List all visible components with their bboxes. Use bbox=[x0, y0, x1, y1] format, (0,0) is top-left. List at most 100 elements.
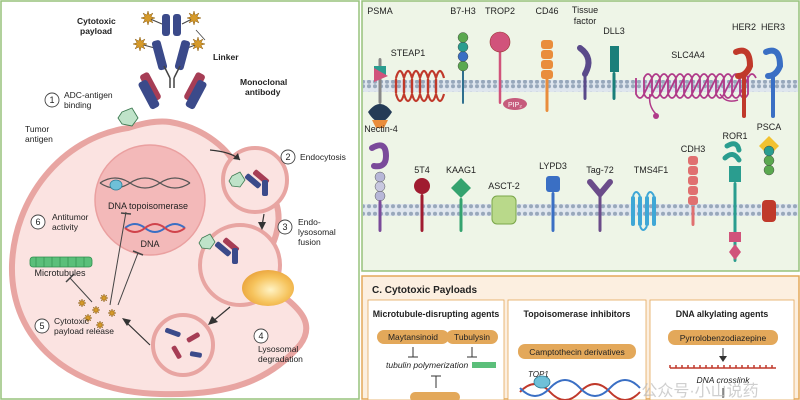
step-5-number: 5 bbox=[39, 321, 44, 331]
b7h3-bead-1 bbox=[457, 51, 469, 62]
payload-pill-0-bottom bbox=[410, 392, 460, 400]
tumor-antigen-label-1: Tumor bbox=[25, 124, 49, 134]
tubulin-bar bbox=[472, 362, 496, 368]
psma-dom1 bbox=[374, 66, 386, 76]
payload-inhibit-0-bottom bbox=[431, 375, 441, 388]
pip2-blob bbox=[503, 98, 527, 110]
inhibit-line-topo bbox=[109, 211, 127, 306]
psma-foot bbox=[372, 120, 388, 128]
b7h3-bead-0 bbox=[457, 60, 469, 72]
step-6-number: 6 bbox=[35, 217, 40, 227]
panel-a: DNA topoisomerase DNA Microtubules bbox=[0, 0, 360, 400]
inhibit-line-dna bbox=[117, 252, 139, 306]
dna-double-helix bbox=[124, 223, 186, 233]
dll3-stalk bbox=[612, 72, 616, 100]
tms4f1-loops bbox=[632, 191, 655, 231]
cdh3-bead-0 bbox=[688, 156, 698, 165]
payload-inhibit-0-0 bbox=[408, 347, 418, 358]
free-payload-0 bbox=[77, 298, 87, 308]
panel-c-title: C. Cytotoxic Payloads bbox=[372, 285, 477, 296]
tf-stalk bbox=[583, 74, 587, 100]
payload-star-2 bbox=[132, 36, 148, 52]
psma-stalk bbox=[378, 58, 382, 104]
5t4-stalk bbox=[420, 194, 424, 232]
trop2-stalk bbox=[498, 42, 502, 104]
her3-stalk bbox=[771, 74, 775, 118]
tag72-stalk bbox=[598, 194, 602, 232]
payload-caption-1: TOP1 bbox=[528, 370, 549, 379]
payload-caption-2: DNA crosslink bbox=[696, 375, 750, 385]
b7h3-bead-2 bbox=[457, 41, 469, 53]
linker-label: Linker bbox=[213, 52, 239, 62]
step-4-label-1: degradation bbox=[258, 354, 303, 364]
b7h3-bead-3 bbox=[457, 32, 469, 43]
lysosome bbox=[242, 270, 294, 306]
antigen-label-psca: PSCA bbox=[757, 122, 782, 132]
antigen-label-kaag1: KAAG1 bbox=[446, 165, 476, 175]
tms4f1-helix-1 bbox=[638, 196, 642, 226]
payload-pill-0-0 bbox=[377, 330, 449, 344]
step-6-label-0: Antitumor bbox=[52, 212, 89, 222]
nectin4-head bbox=[369, 142, 390, 170]
payload-item-1-0: Camptothecin derivatives bbox=[529, 347, 624, 357]
tumor-antigen-label-2: antigen bbox=[25, 134, 53, 144]
nectin4-stalk bbox=[378, 200, 382, 232]
psca-bead-1 bbox=[763, 155, 775, 166]
adc-antibody-top bbox=[132, 10, 207, 110]
ror1-head bbox=[722, 141, 742, 163]
step-3-label-1: lysosomal bbox=[298, 227, 336, 237]
payload-heading-0: Microtubule-disrupting agents bbox=[373, 309, 500, 319]
payload-heading-1: Topoisomerase inhibitors bbox=[524, 309, 631, 319]
antigen-label-cdh3: CDH3 bbox=[681, 144, 706, 154]
membrane-bottom bbox=[363, 204, 798, 216]
psma-head bbox=[368, 104, 392, 122]
her2-stalk bbox=[742, 74, 746, 118]
tms4f1-helix-0 bbox=[631, 196, 635, 226]
antibody-label-1: Monoclonal bbox=[240, 77, 287, 87]
free-payload-5 bbox=[95, 320, 105, 330]
step-1-label-0: ADC-antigen bbox=[64, 90, 113, 100]
nucleus bbox=[94, 144, 206, 256]
degraded-fragments bbox=[165, 327, 202, 359]
payload-star-1 bbox=[186, 10, 202, 26]
nectin4-bead-1 bbox=[374, 181, 386, 192]
cd46-stalk bbox=[545, 74, 549, 112]
degradation-vesicle bbox=[151, 313, 215, 377]
payload-columns: Microtubule-disrupting agentsMaytansinoi… bbox=[367, 299, 795, 400]
cdh3-stalk bbox=[691, 206, 695, 226]
cdh3-bead-4 bbox=[688, 196, 698, 205]
steap1-loop-0 bbox=[394, 69, 406, 103]
free-payload-3 bbox=[83, 313, 93, 323]
kaag1-head bbox=[451, 178, 471, 198]
payload-item-2-0: Pyrrolobenzodiazepine bbox=[680, 333, 767, 343]
step-3-label-2: fusion bbox=[298, 237, 321, 247]
psca-bead-0 bbox=[763, 164, 775, 176]
free-payload-2 bbox=[99, 293, 109, 303]
antigen-label-tissue-factor-1: factor bbox=[574, 16, 597, 26]
inhibit-line-microtubules bbox=[69, 277, 93, 303]
watermark: 公众号·小山说药 bbox=[641, 382, 758, 400]
antigen-label-trop2: TROP2 bbox=[485, 6, 515, 16]
slc4a4-tails bbox=[648, 93, 739, 115]
step-4-label-0: Lysosomal bbox=[258, 344, 298, 354]
steap1-loop-4 bbox=[426, 69, 438, 103]
adc-in-endosome bbox=[244, 169, 270, 196]
step-2-number: 2 bbox=[285, 152, 290, 162]
steap1-loop-2 bbox=[410, 69, 422, 103]
steap1-loop-3 bbox=[418, 69, 430, 103]
linker-pointer bbox=[195, 29, 206, 41]
pip2-label: PIP₂ bbox=[508, 102, 522, 109]
antigen-label-tag-72: Tag-72 bbox=[586, 165, 614, 175]
steap1-loop-1 bbox=[402, 69, 414, 103]
steap1-tm-0 bbox=[394, 78, 398, 94]
dna-strand-blue bbox=[519, 379, 641, 397]
payload-col-2 bbox=[649, 299, 795, 400]
dna-ladder bbox=[669, 365, 776, 369]
tms4f1-helix-3 bbox=[652, 196, 656, 226]
cdh3-bead-3 bbox=[688, 186, 698, 195]
cdh3-bead-1 bbox=[688, 166, 698, 175]
ror1-tail bbox=[729, 244, 741, 260]
